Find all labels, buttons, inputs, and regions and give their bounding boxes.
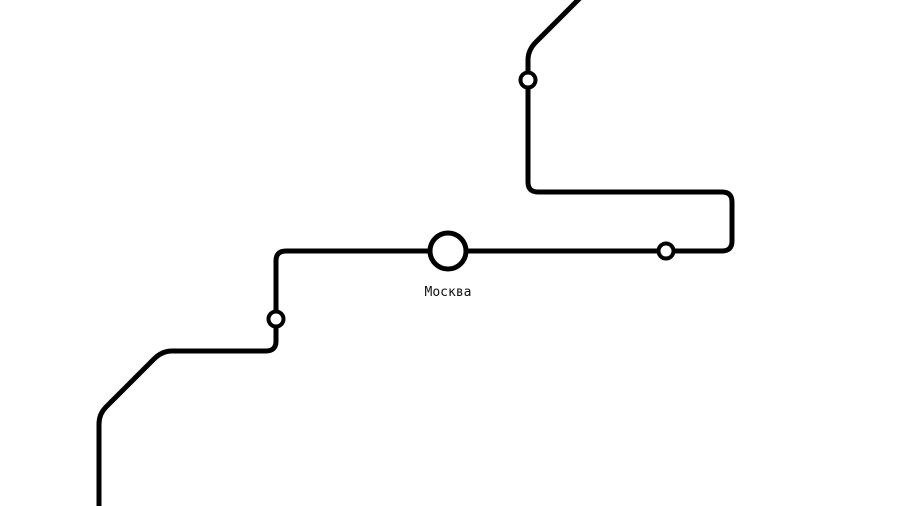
- station-moskva-marker[interactable]: [427, 230, 469, 272]
- metro-line-path: [96, 0, 735, 506]
- station-minor-marker[interactable]: [266, 309, 286, 329]
- station-label-moskva: Москва: [424, 285, 472, 300]
- station-minor-marker[interactable]: [518, 70, 538, 90]
- station-minor-marker[interactable]: [656, 241, 676, 261]
